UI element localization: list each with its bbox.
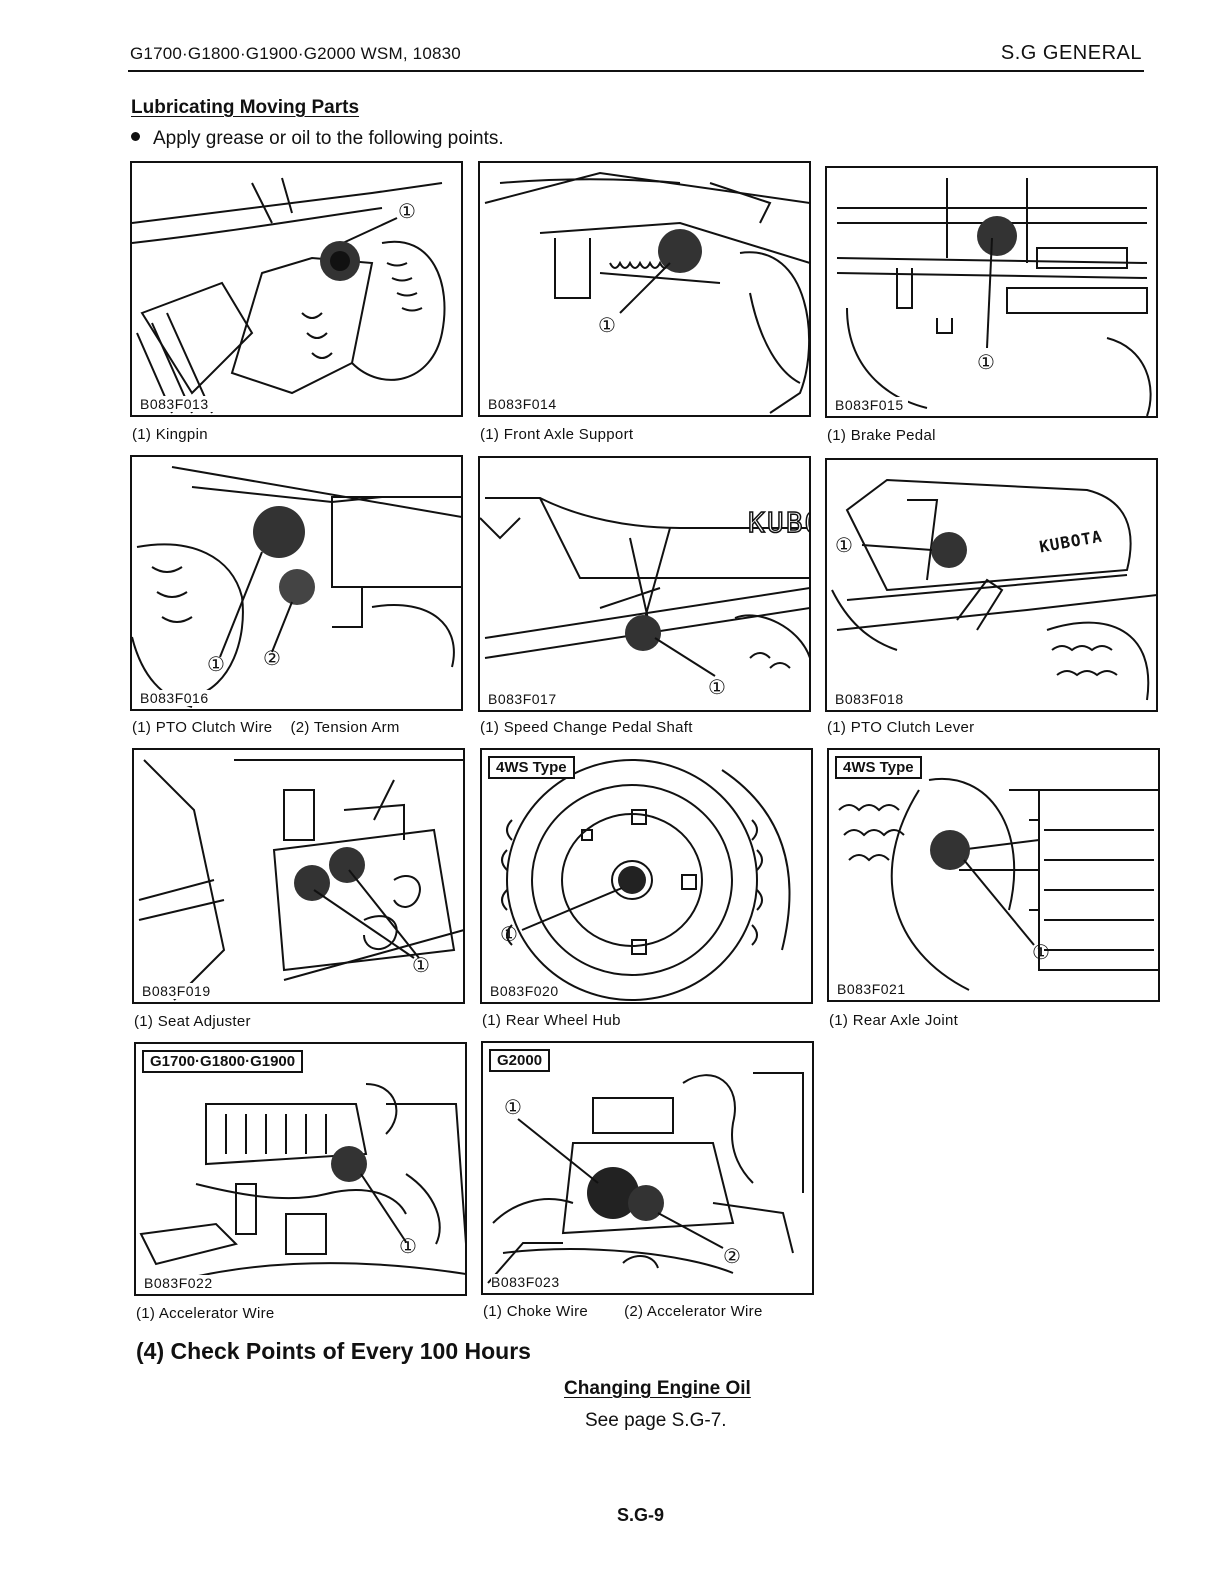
grease-point-marker [587,1167,639,1219]
figure-code: B083F020 [490,983,563,999]
grease-point-marker [628,1185,664,1221]
caption-item: (1) PTO Clutch Wire [132,719,273,736]
page-header: G1700·G1800·G1900·G2000 WSM, 10830 S.G G… [128,42,1144,72]
brake-pedal-illustration [836,178,1152,416]
kingpin-illustration [132,177,446,414]
bullet-text: Apply grease or oil to the following poi… [153,128,504,149]
figure-pto-clutch-lever: KUBOTA ① B083F018 [825,458,1158,712]
callout-1: ① [207,654,225,676]
caption-pto-clutch-wire: (1) PTO Clutch Wire (2) Tension Arm [132,719,400,736]
figure-code: B083F013 [140,396,213,412]
figure-code: B083F021 [837,981,910,997]
callout-1: ① [398,201,416,223]
callout-1: ① [1032,942,1050,964]
figure-code: B083F017 [488,691,561,707]
figure-code: B083F022 [144,1275,217,1291]
callout-1: ① [598,315,616,337]
caption-brake-pedal: (1) Brake Pedal [827,427,936,444]
check-item-title: Changing Engine Oil [564,1378,751,1399]
figure-code: B083F019 [142,983,215,999]
callout-1: ① [504,1097,522,1119]
figure-code: B083F018 [835,691,908,707]
grease-point-marker [331,1146,367,1182]
grease-point-marker [658,229,702,273]
bullet-item: Apply grease or oil to the following poi… [131,128,504,150]
type-badge: 4WS Type [835,756,922,779]
rear-axle-joint-illustration [838,777,1158,991]
grease-point-marker [294,865,330,901]
figure-code: B083F015 [835,397,908,413]
header-section: S.G GENERAL [1000,42,1142,64]
caption-rear-wheel-hub: (1) Rear Wheel Hub [482,1012,621,1029]
callout-1: ① [500,924,518,946]
caption-item: (1) Choke Wire [483,1303,589,1320]
callout-1: ① [399,1236,417,1258]
header-manual-id: G1700·G1800·G1900·G2000 WSM, 10830 [130,44,461,63]
grease-point-marker [618,866,646,894]
type-badge: 4WS Type [488,756,575,779]
callout-1: ① [412,955,430,977]
figure-rear-axle-joint: 4WS Type ① B083F021 [827,748,1160,1002]
caption-item: (1) Accelerator Wire [136,1305,275,1322]
figure-choke-accelerator-wire-g2000: G2000 ① ② B083F023 [481,1041,814,1295]
pto-clutch-wire-illustration [132,466,461,708]
figure-code: B083F023 [491,1274,564,1290]
grease-point-marker [625,615,661,651]
callout-1: ① [708,677,726,699]
speed-change-pedal-shaft-illustration [480,497,809,677]
figure-front-axle-support: ① B083F014 [478,161,811,417]
figure-accelerator-wire-g1700: G1700·G1800·G1900 ① B083F022 [134,1042,467,1296]
model-badge: G1700·G1800·G1900 [142,1050,304,1073]
caption-item: (1) PTO Clutch Lever [827,719,975,736]
pto-clutch-lever-illustration [831,478,1156,701]
caption-seat-adjuster: (1) Seat Adjuster [134,1013,251,1030]
caption-front-axle-support: (1) Front Axle Support [480,426,633,443]
rear-wheel-hub-illustration [501,759,791,1001]
figure-code: B083F014 [488,396,561,412]
caption-accelerator-wire-g1700: (1) Accelerator Wire [136,1305,275,1322]
caption-item: (1) Rear Axle Joint [829,1012,959,1029]
figure-pto-clutch-wire: ① ② B083F016 [130,455,463,711]
callout-2: ② [263,648,281,670]
caption-item: (1) Seat Adjuster [134,1013,251,1030]
grease-point-marker [977,216,1017,256]
caption-kingpin: (1) Kingpin [132,426,208,443]
brand-logo: KUBO [747,505,809,540]
page-number: S.G-9 [617,1505,665,1525]
front-axle-support-illustration [484,171,809,414]
figure-speed-change-pedal-shaft: KUBO ① B083F017 [478,456,811,712]
check-section-title: (4) Check Points of Every 100 Hours [136,1338,531,1364]
caption-item: (1) Speed Change Pedal Shaft [480,719,693,736]
caption-item: (2) Accelerator Wire [624,1303,763,1320]
caption-rear-axle-joint: (1) Rear Axle Joint [829,1012,958,1029]
section-title: Lubricating Moving Parts [131,97,360,118]
caption-item: (1) Front Axle Support [480,426,634,443]
caption-speed-change-pedal-shaft: (1) Speed Change Pedal Shaft [480,719,693,736]
accelerator-wire-g1700-illustration [139,1083,465,1285]
figure-rear-wheel-hub: 4WS Type ① B083F020 [480,748,813,1004]
caption-choke-accelerator-wire-g2000: (1) Choke Wire (2) Accelerator Wire [483,1303,763,1320]
caption-item: (1) Kingpin [132,426,208,443]
grease-point-marker [279,569,315,605]
seat-adjuster-illustration [138,759,463,1001]
callout-2: ② [723,1246,741,1268]
choke-accelerator-wire-g2000-illustration [487,1072,804,1284]
figure-code: B083F016 [140,690,213,706]
bullet-dot-icon [131,132,140,142]
model-badge: G2000 [489,1049,551,1072]
figure-brake-pedal: ① B083F015 [825,166,1158,418]
figure-kingpin: ① B083F013 [130,161,463,417]
page-reference: See page S.G-7. [585,1410,727,1431]
caption-item: (1) Rear Wheel Hub [482,1012,621,1029]
grease-point-marker [253,506,305,558]
caption-pto-clutch-lever: (1) PTO Clutch Lever [827,719,974,736]
caption-item: (1) Brake Pedal [827,427,936,444]
grease-point-marker [930,830,970,870]
grease-point-marker [931,532,967,568]
callout-1: ① [977,352,995,374]
caption-item: (2) Tension Arm [290,719,400,736]
figure-seat-adjuster: ① B083F019 [132,748,465,1004]
grease-point-marker [329,847,365,883]
callout-1: ① [835,535,853,557]
